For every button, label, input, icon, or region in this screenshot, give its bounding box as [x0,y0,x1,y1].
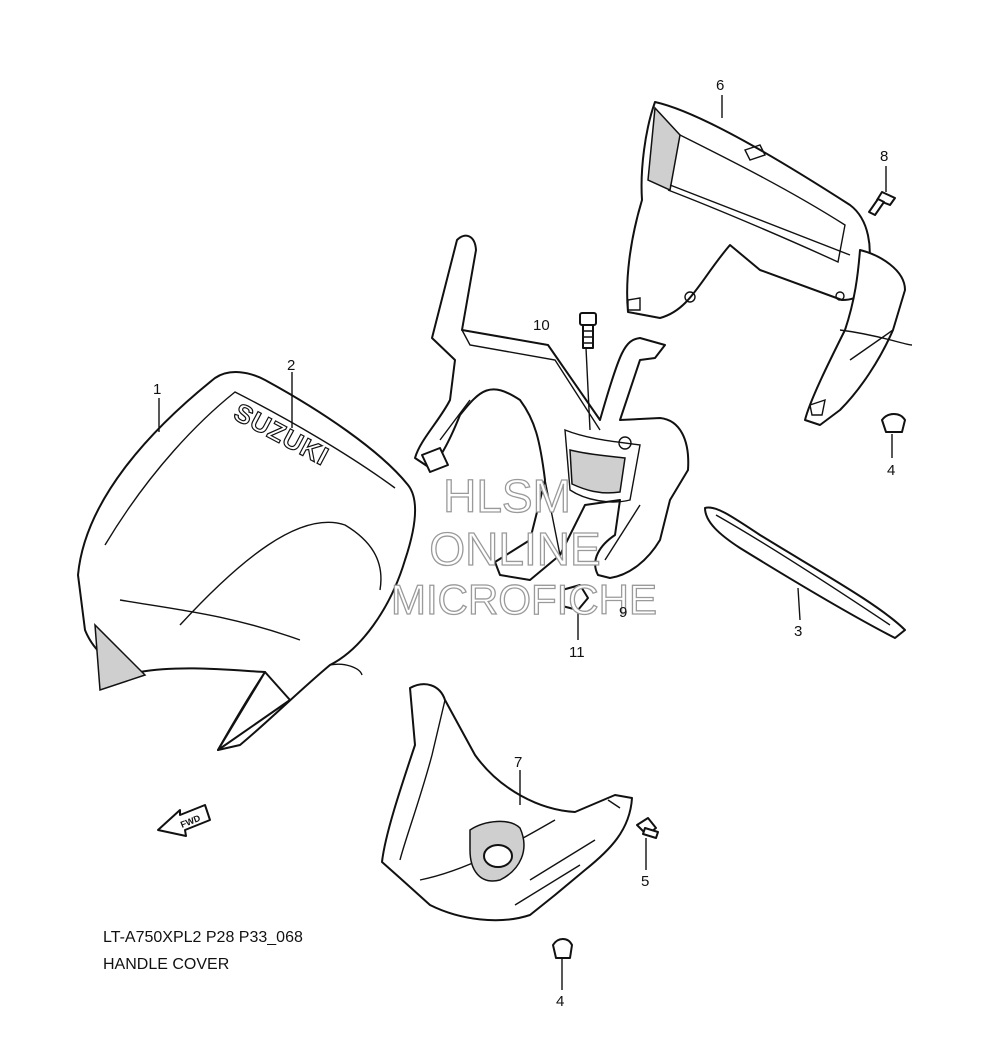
part-4-clip-upper [881,413,906,433]
watermark: HLSM ONLINE MICROFICHE [390,469,657,623]
callout-11: 11 [569,644,585,661]
watermark-line-1: HLSM [443,470,571,522]
callout-4-upper: 4 [887,462,895,479]
part-11-nut [561,584,589,611]
callout-6: 6 [716,77,724,94]
callout-3: 3 [794,623,802,640]
part-4-clip-lower [552,938,573,959]
part-3-seal-strip [704,506,906,639]
part-6-upper-cover [626,101,913,426]
callout-1: 1 [153,381,161,398]
callout-9: 9 [619,604,627,621]
callout-5: 5 [641,873,649,890]
callout-4-lower: 4 [556,993,564,1010]
watermark-line-3: MICROFICHE [391,576,657,623]
watermark-line-2: ONLINE [429,523,600,575]
part-5-screw [636,817,659,839]
diagram-code: LT-A750XPL2 P28 P33_068 [103,929,303,946]
part-7-lower-cover [381,683,633,922]
callout-8: 8 [880,148,888,165]
part-9-bracket [414,234,690,581]
callout-2: 2 [287,357,295,374]
diagram-title: HANDLE COVER [103,956,230,973]
callout-7: 7 [514,754,522,771]
fwd-arrow-icon: FWD [157,804,211,837]
part-8-screw [868,191,896,216]
part-1-front-cover: SUZUKI [77,371,417,751]
callout-10: 10 [533,317,550,334]
callout-labels: 1 2 3 4 4 5 6 7 8 9 10 11 [153,77,895,1010]
part-10-bolt [579,312,597,349]
leader-lines [158,95,893,990]
